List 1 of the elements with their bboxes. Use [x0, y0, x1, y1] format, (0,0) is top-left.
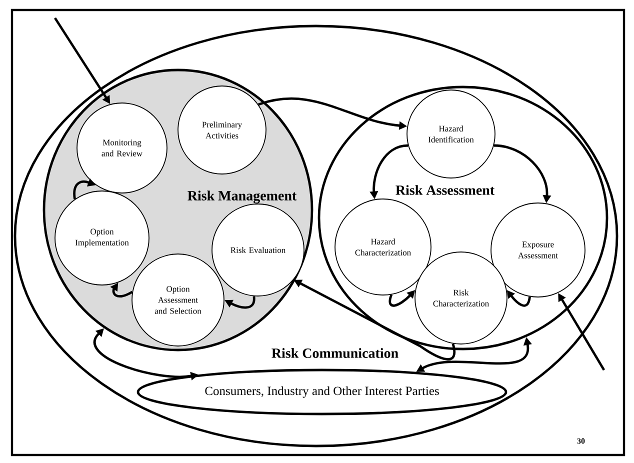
page-number: 30 [577, 438, 585, 444]
